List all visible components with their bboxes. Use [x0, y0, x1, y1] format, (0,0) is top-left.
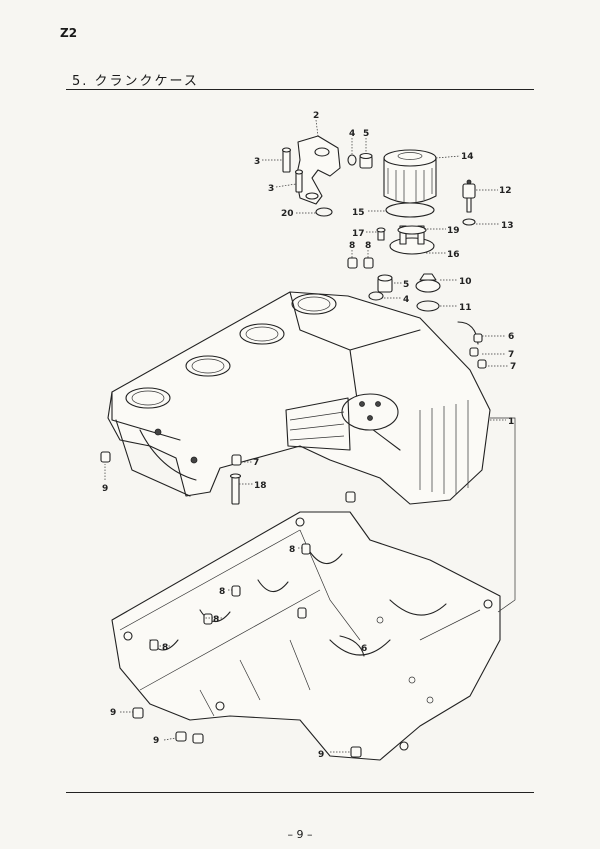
label-14: 14	[461, 152, 474, 162]
label-16: 16	[447, 250, 460, 260]
upper-crankcase	[107, 291, 491, 505]
leader-lines	[104, 119, 508, 753]
label-5-b: 5	[403, 280, 409, 290]
label-8-b: 8	[365, 241, 371, 251]
dowel-pin-center	[345, 491, 356, 503]
label-9-b: 9	[110, 708, 116, 718]
label-8-f: 8	[162, 643, 168, 653]
header-rule	[66, 89, 534, 90]
label-6-b: 6	[361, 644, 367, 654]
pin-7-lower	[231, 454, 242, 466]
dowel-pin-top-left	[347, 257, 358, 269]
bolt-lower	[294, 169, 304, 193]
label-9-d: 9	[318, 750, 324, 760]
page-number: – 9 –	[287, 828, 313, 841]
label-7-a: 7	[508, 350, 514, 360]
label-4-b: 4	[403, 295, 409, 305]
label-8-d: 8	[219, 587, 225, 597]
bolt-upper	[281, 147, 292, 173]
o-ring-4-mid	[368, 291, 384, 301]
bolt-18	[229, 473, 242, 505]
o-ring-20	[315, 207, 333, 217]
o-ring-4-upper	[347, 154, 357, 166]
label-17: 17	[352, 229, 365, 239]
dowel-pin-9-left	[100, 451, 111, 463]
section-title: 5. クランクケース	[72, 74, 199, 89]
label-20: 20	[281, 209, 294, 219]
label-2: 2	[313, 111, 319, 121]
pin-7-a	[473, 333, 483, 343]
pin-7-b	[469, 347, 479, 357]
pin-9-lower-right	[350, 746, 362, 758]
washer-13	[462, 218, 476, 226]
label-5-a: 5	[363, 129, 369, 139]
label-12: 12	[499, 186, 512, 196]
bearing-half-6-lower	[339, 635, 365, 657]
filter-cover	[389, 225, 435, 255]
pin-7-c	[477, 359, 487, 369]
label-3-b: 3	[268, 184, 274, 194]
bolt-17	[376, 227, 386, 241]
label-1: 1	[508, 417, 514, 427]
label-11: 11	[459, 303, 472, 313]
pin-9-lower-a	[175, 731, 187, 742]
label-18: 18	[254, 481, 267, 491]
dowel-pin-top-right	[363, 257, 374, 269]
pin-9-lower-b	[192, 733, 204, 744]
label-8-a: 8	[349, 241, 355, 251]
label-3-a: 3	[254, 157, 260, 167]
label-9-c: 9	[153, 736, 159, 746]
label-7-c: 7	[253, 458, 259, 468]
plug-5-upper	[359, 152, 373, 169]
footer-rule	[66, 792, 534, 793]
o-ring-11	[416, 300, 440, 312]
oil-pipe-fitting	[295, 135, 341, 205]
model-code: Z2	[60, 26, 78, 40]
label-6-a: 6	[508, 332, 514, 342]
pin-9-lower-left	[132, 707, 144, 719]
oil-pressure-switch	[462, 179, 476, 213]
label-13: 13	[501, 221, 514, 231]
filter-seal-15	[385, 202, 435, 218]
label-10: 10	[459, 277, 472, 287]
part-1-bracket	[490, 417, 516, 613]
label-8-c: 8	[289, 545, 295, 555]
label-4-a: 4	[349, 129, 355, 139]
part-labels: 2 3 3 4 5 14 12 13 20 15 19 17 16 8 8 5 …	[102, 111, 516, 760]
oil-filter	[383, 149, 437, 204]
lower-crankcase	[111, 511, 501, 761]
label-15: 15	[352, 208, 365, 218]
label-19: 19	[447, 226, 460, 236]
label-9-a: 9	[102, 484, 108, 494]
label-7-b: 7	[510, 362, 516, 372]
label-8-e: 8	[213, 615, 219, 625]
oil-filler-cap	[415, 273, 441, 293]
plug-5-mid	[377, 274, 393, 293]
